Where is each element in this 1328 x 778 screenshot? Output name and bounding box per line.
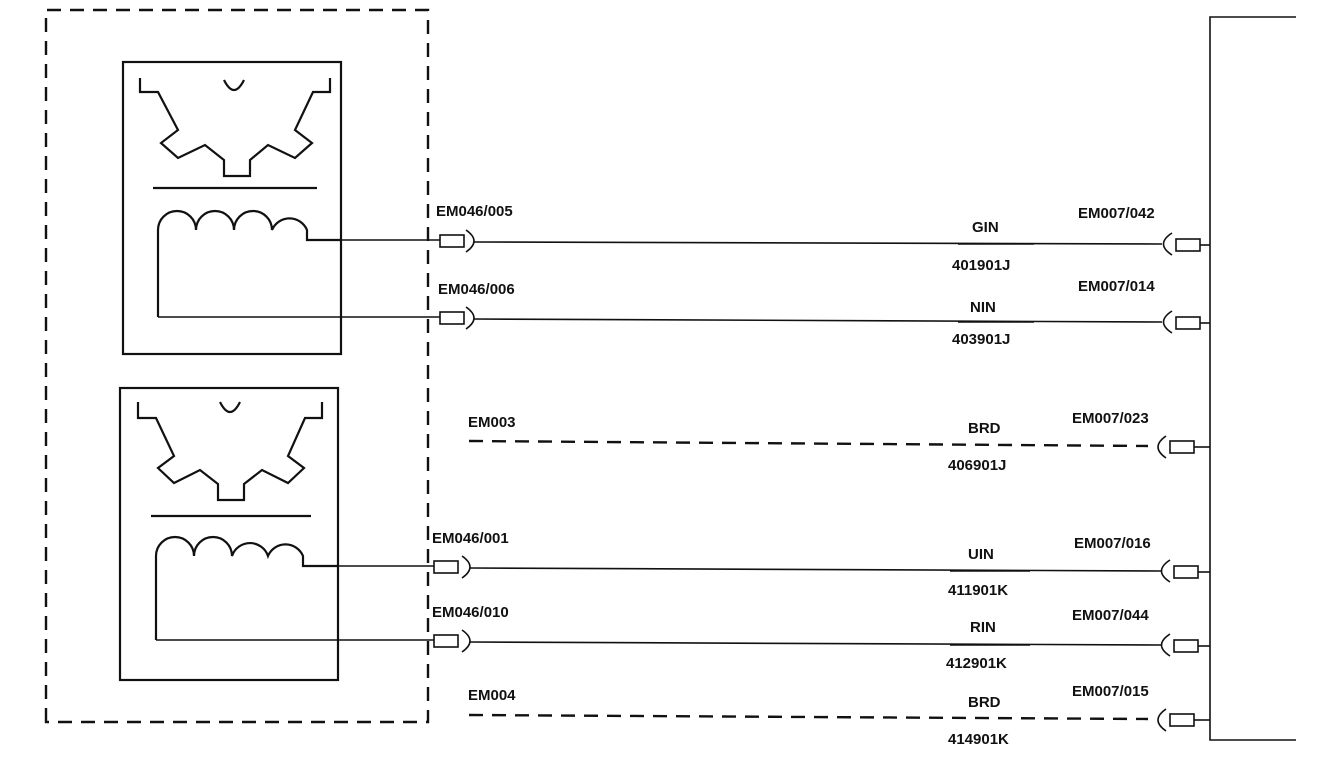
wire-color-label: BRD [968, 694, 1001, 711]
connector-pin-icon [1175, 316, 1201, 330]
ground-label: EM003 [468, 414, 516, 431]
connector-pin-icon [1175, 238, 1201, 252]
connector-pin-icon [1169, 713, 1195, 727]
connector-housing-icon [465, 306, 475, 330]
connector-housing-icon [1162, 310, 1173, 334]
connector-housing-icon [465, 229, 475, 253]
wire-code-label: 414901K [948, 731, 1009, 748]
wire-code-label: 406901J [948, 457, 1006, 474]
wire-gin [340, 229, 1210, 256]
gear-icon [138, 78, 332, 178]
right-connector-label: EM007/023 [1072, 410, 1149, 427]
gear-notch-icon [219, 401, 241, 414]
right-connector-label: EM007/042 [1078, 205, 1155, 222]
connector-housing-icon [1157, 708, 1167, 732]
wire-uin [338, 555, 1210, 583]
coil-icon [154, 535, 338, 640]
wire-code-label: 401901J [952, 257, 1010, 274]
gear-notch-icon [223, 79, 245, 92]
ground-label: EM004 [468, 687, 516, 704]
connector-pin-icon [433, 560, 459, 574]
coil-icon [156, 209, 340, 317]
connector-housing-icon [1160, 633, 1171, 657]
wire-brd-2 [468, 708, 1210, 732]
gear-icon [136, 402, 324, 502]
connector-housing-icon [1160, 559, 1171, 583]
module-box-outline [1209, 16, 1296, 741]
wire-code-label: 403901J [952, 331, 1010, 348]
sensor-box [118, 386, 340, 682]
connector-pin-icon [433, 634, 459, 648]
wire-color-label: GIN [972, 219, 999, 236]
left-connector-label: EM046/001 [432, 530, 509, 547]
connector-housing-icon [1157, 435, 1167, 459]
wire-code-label: 412901K [946, 655, 1007, 672]
left-connector-label: EM046/010 [432, 604, 509, 621]
connector-housing-icon [1162, 232, 1173, 256]
right-connector-label: EM007/015 [1072, 683, 1149, 700]
sensor-box [121, 60, 343, 356]
wire-nin [158, 306, 1210, 334]
connector-pin-icon [439, 234, 465, 248]
speed-sensor-upper [121, 60, 343, 356]
wire-code-label: 411901K [948, 582, 1008, 599]
connector-housing-icon [461, 555, 471, 579]
left-connector-label: EM046/005 [436, 203, 513, 220]
right-connector-label: EM007/014 [1078, 278, 1155, 295]
sensor-enclosure [44, 8, 430, 724]
wire-color-label: NIN [970, 299, 996, 316]
right-connector-label: EM007/044 [1072, 607, 1149, 624]
right-connector-label: EM007/016 [1074, 535, 1151, 552]
connector-pin-icon [439, 311, 465, 325]
wire-rin [156, 629, 1210, 657]
wire-color-label: BRD [968, 420, 1001, 437]
speed-sensor-lower [118, 386, 340, 682]
connector-housing-icon [461, 629, 471, 653]
wire-brd-1 [468, 435, 1210, 459]
connector-pin-icon [1173, 565, 1199, 579]
left-connector-label: EM046/006 [438, 281, 515, 298]
connector-pin-icon [1173, 639, 1199, 653]
wire-color-label: UIN [968, 546, 994, 563]
connector-pin-icon [1169, 440, 1195, 454]
wire-color-label: RIN [970, 619, 996, 636]
